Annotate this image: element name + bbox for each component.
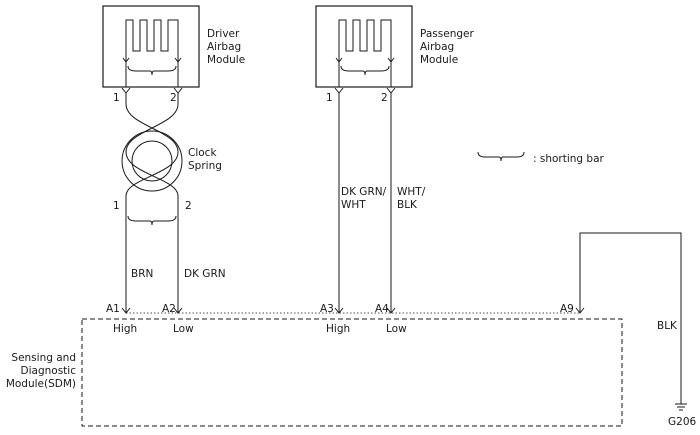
passenger-airbag-module: Passenger Airbag Module [315,5,474,88]
sdm-pin-a4-function: Low [386,323,407,335]
ground-wire [579,232,682,404]
driver-module-label-line-3: Module [207,54,245,66]
sdm-pin-a1-function: High [113,323,137,335]
clock-spring-pin-1: 1 [113,200,120,212]
wire-label-blk: BLK [657,320,678,332]
passenger-module-label-line-2: Airbag [420,41,454,53]
sdm-pin-a1: A1 [106,303,120,315]
sdm-label-line-2: Diagnostic [21,365,77,377]
passenger-wires [338,93,392,313]
driver-module-label-line-2: Airbag [207,41,241,53]
wire-label-dk-grn-wht-line-2: WHT [341,199,366,211]
passenger-airbag-squib-icon [335,19,395,76]
wire-label-dk-grn-wht-line-1: DK GRN/ [341,186,387,198]
wire-label-dk-grn: DK GRN [184,268,226,280]
sdm-pin-a3-function: High [326,323,350,335]
driver-module-pin-1: 1 [113,92,120,104]
shorting-bar-symbol [477,151,525,162]
driver-wires [125,93,179,313]
sdm-box [81,318,623,427]
driver-airbag-module: Driver Airbag Module [102,5,245,88]
driver-airbag-squib-icon [122,19,182,76]
shorting-bar-legend: : shorting bar [477,151,605,165]
sdm-pin-a9: A9 [560,303,574,315]
clock-spring-pin-2: 2 [185,200,192,212]
ground-point-label: G206 [668,416,696,428]
sdm-pin-a3: A3 [320,303,334,315]
passenger-module-label-line-1: Passenger [420,28,474,40]
sdm-label-line-3: Module(SDM) [6,378,76,390]
driver-module-label-line-1: Driver [207,28,240,40]
passenger-module-label-line-3: Module [420,54,458,66]
sdm-label-line-1: Sensing and [11,352,76,364]
shorting-bar-legend-label: : shorting bar [533,153,605,165]
clock-spring-label-line-1: Clock [188,147,217,159]
wire-label-wht-blk-line-1: WHT/ [397,186,426,198]
sdm-pin-a4: A4 [375,303,389,315]
passenger-module-pin-2: 2 [381,92,388,104]
sdm-pin-a2-function: Low [173,323,194,335]
clock-spring-shorting-bar [127,215,177,226]
clock-spring-label-line-2: Spring [188,160,222,172]
driver-module-pin-2: 2 [170,92,177,104]
ground-symbol-icon [675,403,687,411]
wire-label-wht-blk-line-2: BLK [397,199,418,211]
passenger-module-pin-1: 1 [326,92,333,104]
sdm-connector-pins [121,307,585,314]
wire-label-brn: BRN [131,268,153,280]
clock-spring-icon [121,130,183,192]
sdm-pin-a2: A2 [162,303,176,315]
